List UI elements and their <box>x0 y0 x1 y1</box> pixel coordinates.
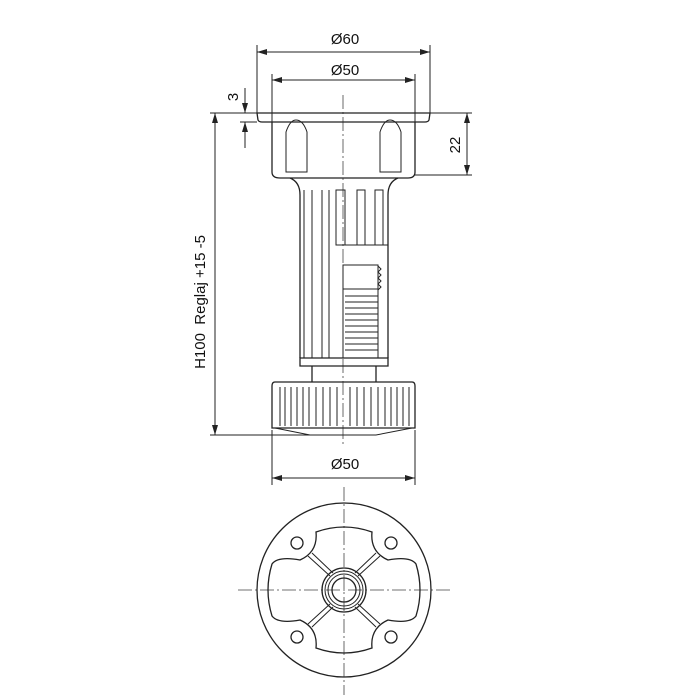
bottom-view <box>238 487 450 695</box>
dim-height-adjustment: H100 Reglaj +15 -5 <box>192 235 209 369</box>
dim-top-outer-diameter: Ø60 <box>331 31 359 48</box>
dim-plate-thickness: 3 <box>225 93 242 101</box>
dimensions: Ø60 Ø50 3 22 H100 Reglaj +15 -5 Ø50 <box>192 31 472 485</box>
side-view <box>256 95 431 445</box>
dim-cup-height: 22 <box>447 137 464 154</box>
dim-top-inner-diameter: Ø50 <box>331 62 359 79</box>
dim-base-diameter: Ø50 <box>331 456 359 473</box>
